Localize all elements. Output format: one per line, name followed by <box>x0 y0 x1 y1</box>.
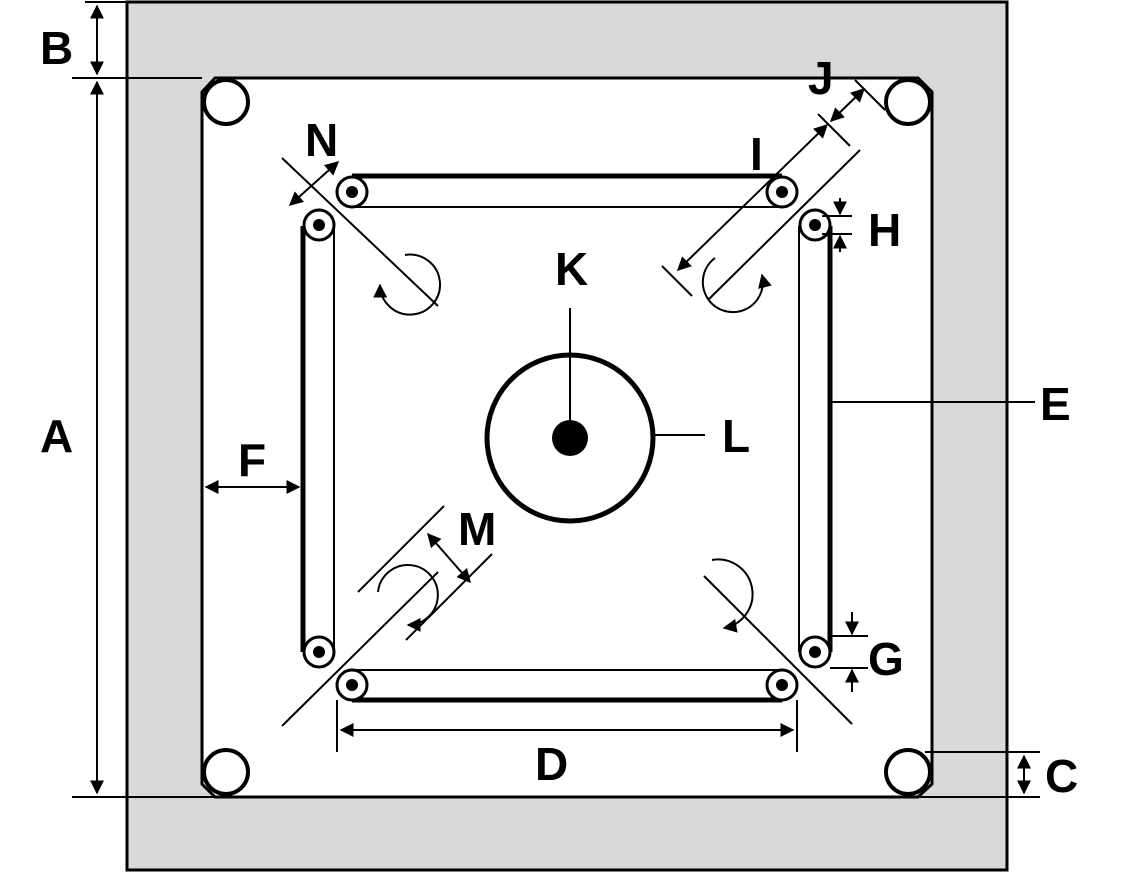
label-d: D <box>535 738 568 790</box>
label-j: J <box>808 52 834 104</box>
label-i: I <box>750 128 763 180</box>
corner-circle-top-left <box>202 78 250 126</box>
bottom-belt <box>352 669 782 703</box>
label-g: G <box>868 633 904 685</box>
rotation-arrow-bottom-right <box>711 558 754 633</box>
dimension-i <box>661 113 851 297</box>
dimension-g <box>830 612 868 692</box>
dimension-n <box>288 161 340 206</box>
dimension-c <box>925 751 1040 795</box>
label-e: E <box>1040 378 1071 430</box>
label-l: L <box>722 410 750 462</box>
label-b: B <box>40 22 73 74</box>
label-f: F <box>238 434 266 486</box>
roller-top-right-a <box>765 175 799 209</box>
dimension-b <box>85 1 127 76</box>
right-belt <box>798 226 833 652</box>
corner-circle-top-right <box>884 78 932 126</box>
dimension-m <box>357 505 493 641</box>
label-m: M <box>458 503 496 555</box>
corner-circle-bottom-right <box>884 748 932 796</box>
rotation-arrow-top-left <box>373 253 441 316</box>
roller-top-left-a <box>335 175 369 209</box>
label-h: H <box>868 204 901 256</box>
label-n: N <box>305 114 338 166</box>
roller-top-left-b <box>302 208 336 242</box>
roller-top-right-b <box>798 208 832 242</box>
roller-bottom-left-b <box>335 668 369 702</box>
label-c: C <box>1045 750 1078 802</box>
dimension-j <box>829 79 886 122</box>
roller-bottom-right-b <box>765 668 799 702</box>
label-a: A <box>40 410 73 462</box>
label-k: K <box>555 243 588 295</box>
rotation-arrow-top-right <box>701 257 772 314</box>
dimension-d <box>336 700 798 752</box>
roller-bottom-left-a <box>302 635 336 669</box>
corner-circle-bottom-left <box>202 748 250 796</box>
dimension-a <box>72 77 1040 798</box>
roller-bottom-right-a <box>798 635 832 669</box>
left-belt <box>300 226 335 652</box>
